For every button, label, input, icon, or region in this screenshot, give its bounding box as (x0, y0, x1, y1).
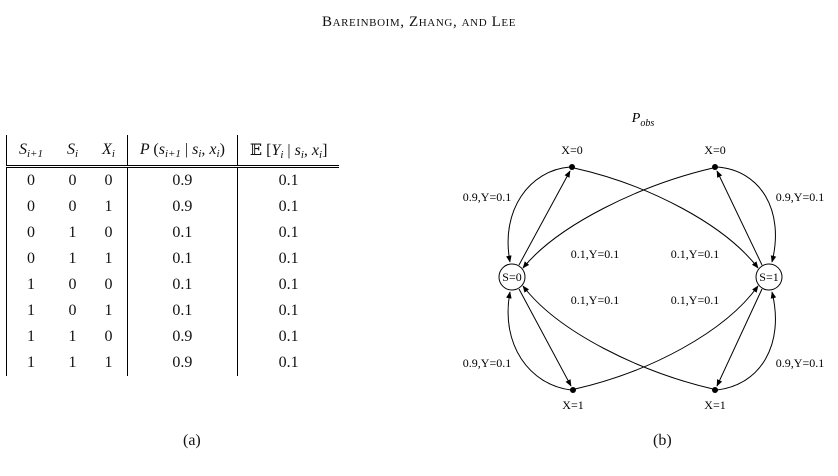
table-cell: 0.1 (127, 272, 238, 298)
table-cell: 0 (5, 220, 55, 246)
table-cell: 1 (5, 298, 55, 324)
table-cell: 0.1 (278, 172, 299, 189)
table-cell: 0.1 (278, 250, 299, 267)
table-cell: 1 (5, 350, 55, 376)
table-cell: 0 (68, 172, 77, 189)
edge-s0-to-x0 (518, 170, 571, 266)
table-cell: 0.1 (278, 276, 299, 293)
col-header-x: Xi (90, 135, 128, 168)
action-node-x0-right (712, 164, 718, 170)
edge-label-mid-lower-right: 0.1,Y=0.1 (671, 293, 719, 307)
state-label-s0: S=0 (502, 270, 521, 284)
edge-label-top-right: 0.9,Y=0.1 (776, 190, 824, 204)
table-cell: 0.1 (278, 224, 299, 241)
table-cell: 0 (5, 246, 55, 272)
table-header-row: Si+1 Si Xi P (si+1 | si, xi) 𝔼 [Yi | si,… (5, 135, 340, 168)
table-cell: 1 (90, 194, 128, 220)
edge-x1-right-to-s1 (716, 291, 777, 391)
table-cell: 1 (90, 350, 128, 376)
action-label-x0-right: X=0 (704, 143, 725, 157)
col-header-transition-prob: P (si+1 | si, xi) (127, 135, 238, 168)
caption-a: (a) (183, 432, 201, 449)
running-header: Bareinboim, Zhang, and Lee (321, 14, 517, 30)
edge-x0-right-to-s0 (522, 167, 714, 269)
table-cell: 1 (68, 250, 77, 267)
action-node-x1-right (712, 387, 718, 393)
table-cell: 0 (90, 272, 128, 298)
edge-label-mid-upper-left: 0.1,Y=0.1 (571, 247, 619, 261)
action-node-x1-left (570, 387, 576, 393)
table-cell: 0 (90, 166, 128, 194)
action-label-x0-left: X=0 (561, 143, 582, 157)
table-cell: 0.9 (127, 350, 238, 376)
action-label-x1-right: X=1 (704, 398, 725, 410)
edge-s1-to-x0 (716, 170, 763, 266)
table-cell: 0.1 (127, 298, 238, 324)
table-cell: 0.9 (127, 194, 238, 220)
col-header-expected-reward: 𝔼 [Yi | si, xi] (237, 135, 340, 168)
state-node-s0 (498, 263, 526, 291)
table-cell: 1 (90, 298, 128, 324)
edge-s1-to-x1 (716, 288, 763, 387)
caption-b: (b) (653, 432, 672, 449)
col-header-s-next: Si+1 (5, 135, 55, 168)
table-cell: 0.1 (278, 198, 299, 215)
transition-table: Si+1 Si Xi P (si+1 | si, xi) 𝔼 [Yi | si,… (5, 135, 340, 376)
diagram-title: Pobs (631, 111, 655, 129)
action-node-x0-left (569, 164, 575, 170)
state-transition-diagram: Pobs S=0 S=1 X=0 X=0 X=1 X=1 0.9,Y=0.1 0… (463, 111, 824, 410)
edge-label-mid-lower-left: 0.1,Y=0.1 (571, 293, 619, 307)
edge-x0-left-to-s1 (573, 167, 759, 269)
table-cell: 0.9 (127, 324, 238, 350)
table-cell: 0.1 (127, 246, 238, 272)
table-cell: 0.1 (127, 220, 238, 246)
table-cell: 0.1 (278, 328, 299, 345)
table-cell: 0 (68, 198, 77, 215)
edge-label-bottom-left: 0.9,Y=0.1 (463, 356, 511, 370)
table-cell: 1 (68, 354, 77, 371)
table-cell: 1 (68, 224, 77, 241)
action-label-x1-left: X=1 (562, 398, 583, 410)
edge-x1-left-to-s1 (574, 285, 759, 390)
edge-label-top-left: 0.9,Y=0.1 (463, 190, 511, 204)
edge-x1-left-to-s0 (506, 291, 572, 391)
table-cell: 0 (5, 166, 55, 194)
edge-x1-right-to-s0 (522, 285, 714, 390)
table-cell: 0.1 (278, 302, 299, 319)
table-cell: 0 (90, 324, 128, 350)
table-cell: 1 (68, 328, 77, 345)
edge-s0-to-x1 (518, 288, 572, 387)
edge-label-mid-upper-right: 0.1,Y=0.1 (671, 247, 719, 261)
edge-x0-right-to-s1 (716, 166, 777, 263)
table-cell: 1 (5, 272, 55, 298)
table-cell: 0 (68, 276, 77, 293)
table-cell: 0.9 (127, 166, 238, 194)
state-label-s1: S=1 (759, 270, 778, 284)
table-cell: 0 (90, 220, 128, 246)
table-cell: 0.1 (278, 354, 299, 371)
state-node-s1 (755, 263, 783, 291)
table-cell: 0 (5, 194, 55, 220)
table-cell: 0 (68, 302, 77, 319)
edge-x0-left-to-s0 (506, 166, 571, 263)
table-cell: 1 (90, 246, 128, 272)
col-header-s: Si (54, 135, 91, 168)
table-cell: 1 (5, 324, 55, 350)
edge-label-bottom-right: 0.9,Y=0.1 (776, 356, 824, 370)
